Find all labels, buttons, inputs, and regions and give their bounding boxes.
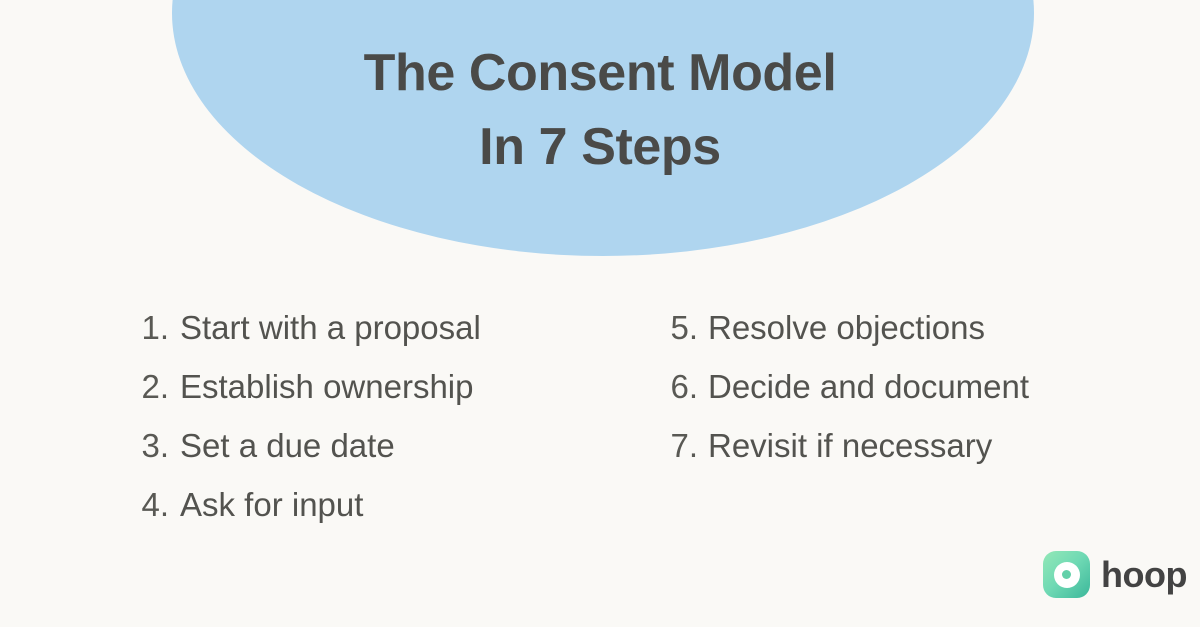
list-item: 3. Set a due date (133, 416, 603, 475)
step-number: 2. (141, 368, 169, 405)
ring-donut-icon (1043, 551, 1090, 598)
list-item: 7. Revisit if necessary (668, 416, 1138, 475)
step-number: 4. (141, 486, 169, 523)
list-item: 6. Decide and document (668, 357, 1138, 416)
steps-column-left: 1. Start with a proposal 2. Establish ow… (133, 298, 603, 534)
step-label: Decide and document (708, 368, 1030, 405)
list-item: 1. Start with a proposal (133, 298, 603, 357)
list-item: 4. Ask for input (133, 475, 603, 534)
step-number: 6. (670, 368, 698, 405)
step-label: Resolve objections (708, 309, 985, 346)
list-item: 5. Resolve objections (668, 298, 1138, 357)
brand-logo: hoop (1043, 551, 1187, 598)
steps-list: 1. Start with a proposal 2. Establish ow… (0, 298, 1200, 548)
step-label: Ask for input (180, 486, 364, 523)
brand-wordmark: hoop (1101, 553, 1187, 595)
step-label: Set a due date (180, 427, 395, 464)
title-line-2: In 7 Steps (479, 118, 721, 176)
list-item: 2. Establish ownership (133, 357, 603, 416)
step-label: Establish ownership (180, 368, 474, 405)
ring-donut-icon-ring (1053, 561, 1080, 588)
step-label: Revisit if necessary (708, 427, 993, 464)
step-number: 3. (141, 427, 169, 464)
page-title: The Consent Model In 7 Steps (0, 36, 1200, 184)
steps-column-right: 5. Resolve objections 6. Decide and docu… (668, 298, 1138, 475)
title-line-1: The Consent Model (363, 44, 837, 102)
step-number: 5. (670, 309, 698, 346)
ring-donut-icon-dot (1062, 570, 1071, 579)
step-number: 1. (141, 309, 169, 346)
step-number: 7. (670, 427, 698, 464)
step-label: Start with a proposal (180, 309, 481, 346)
